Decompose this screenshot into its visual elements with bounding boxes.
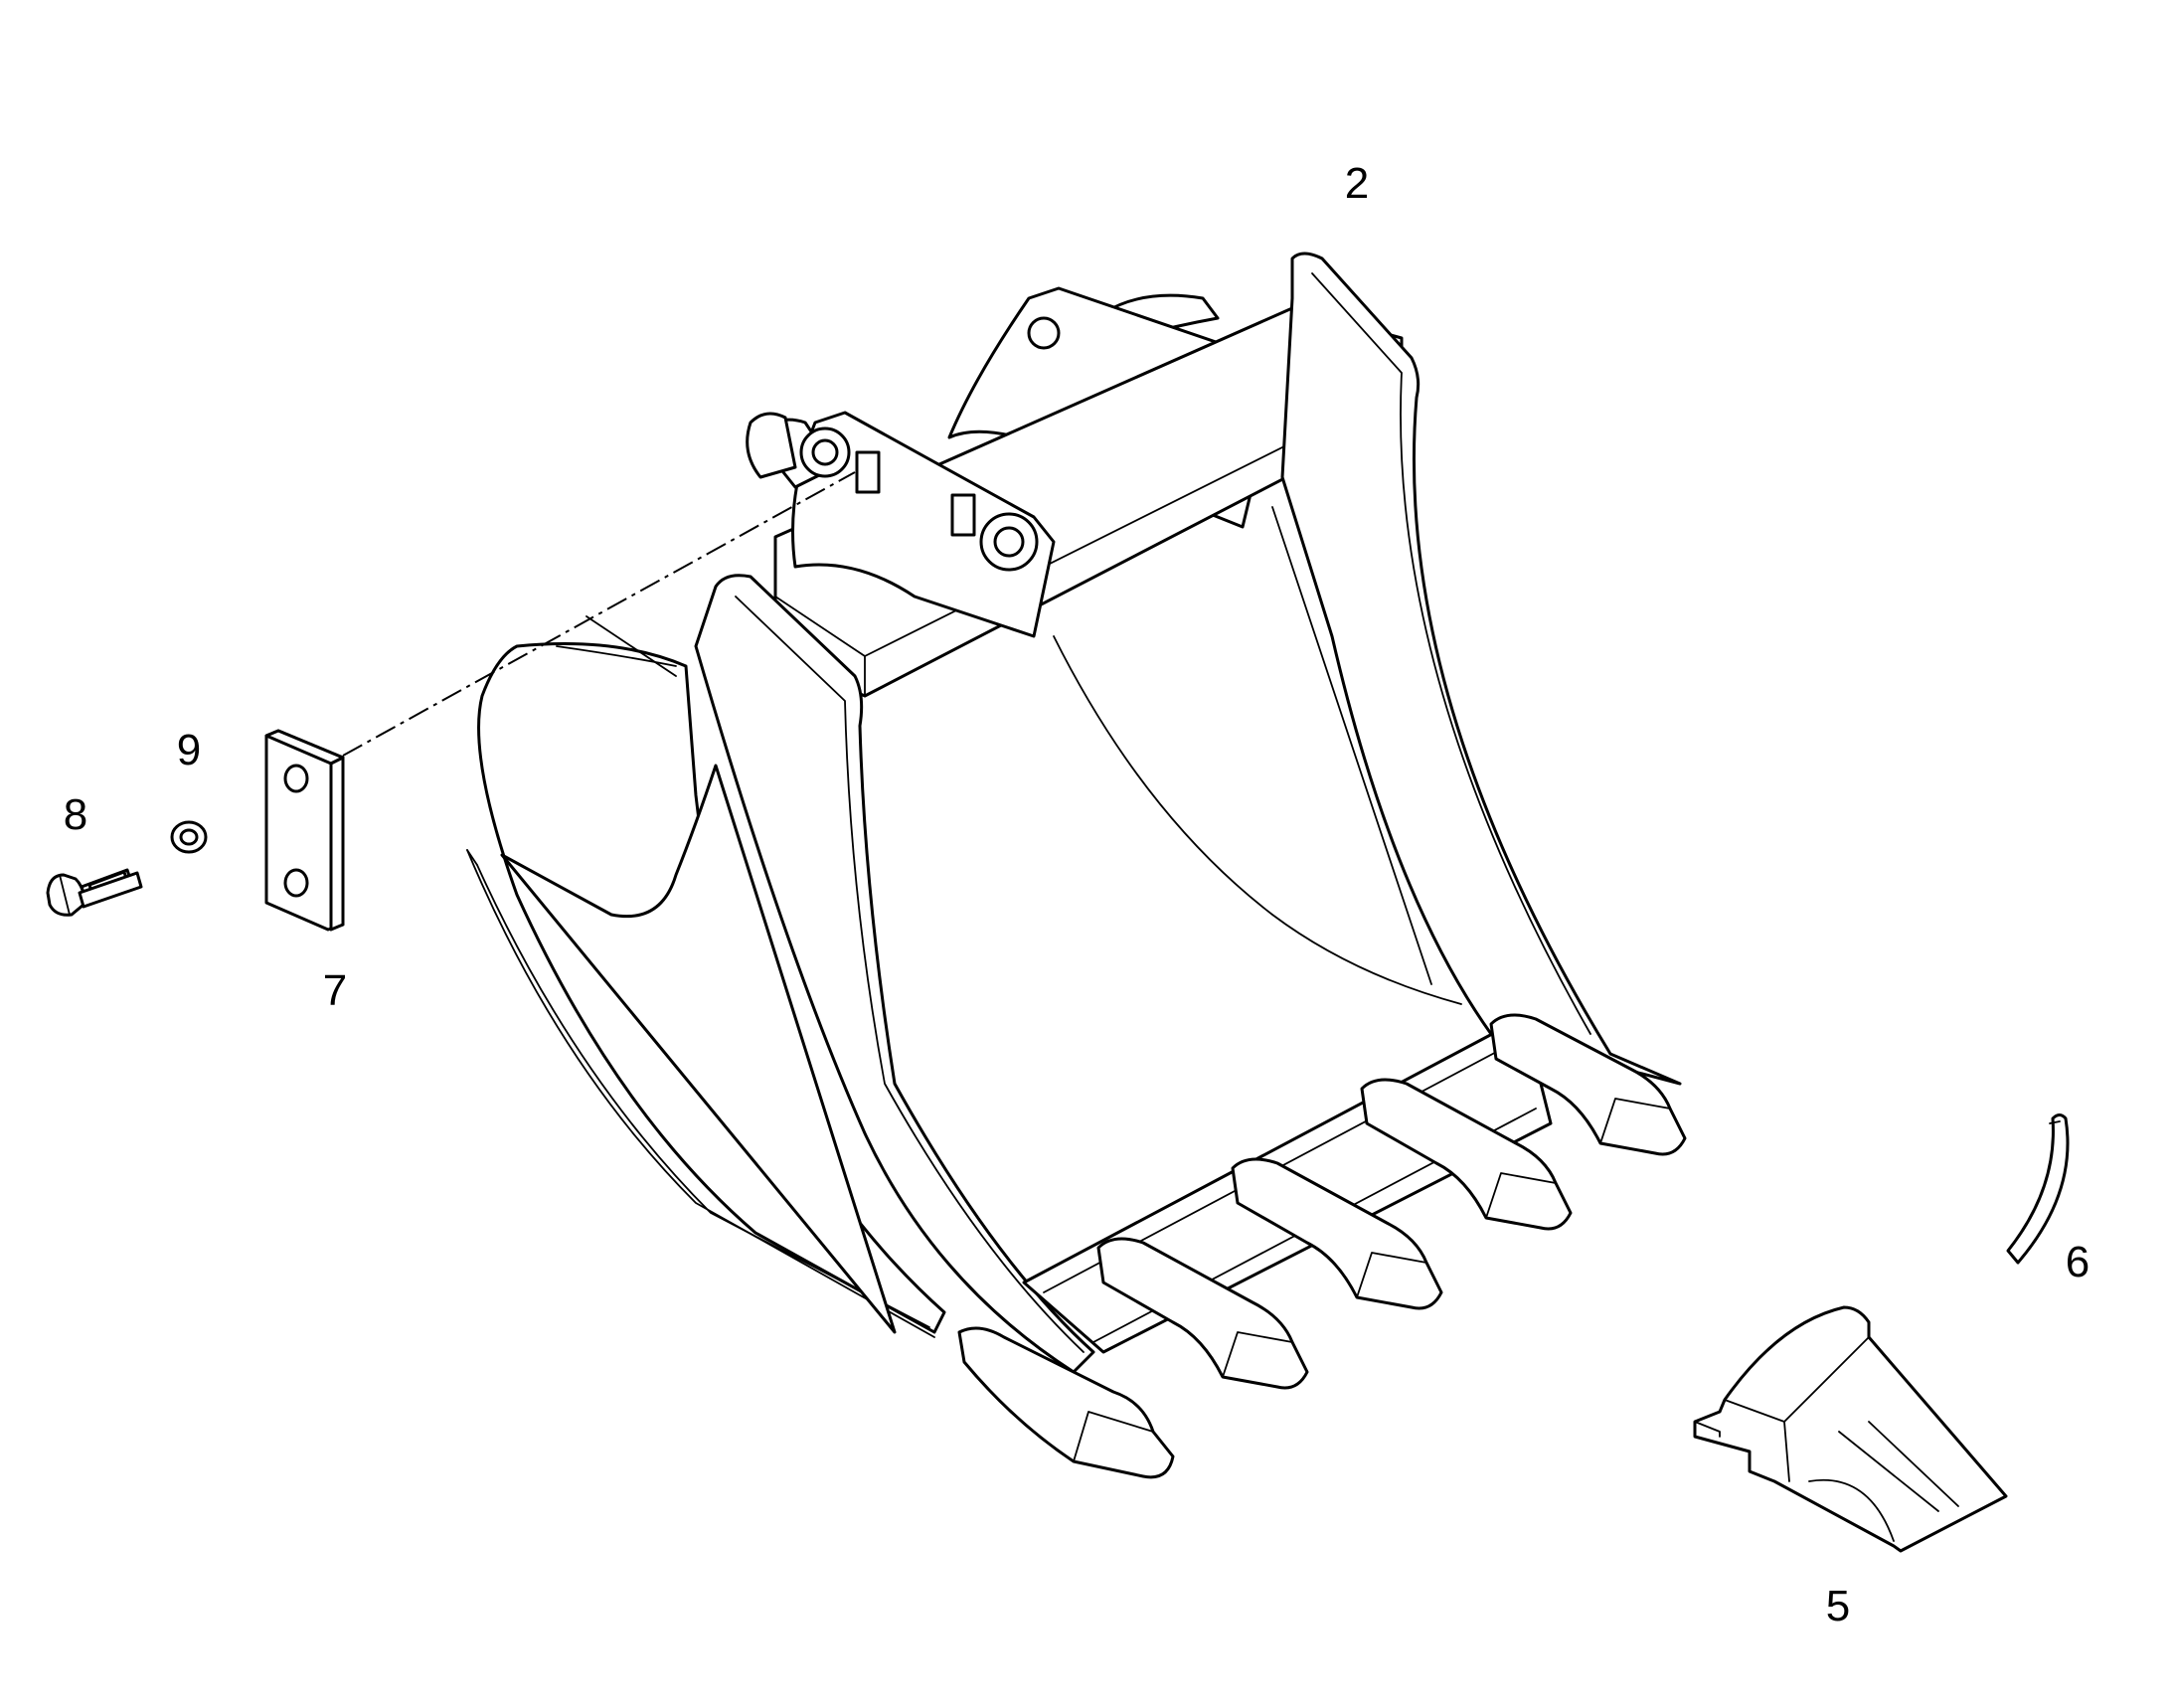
wear-plate [264,729,345,932]
callout-8: 8 [63,790,88,839]
callout-9: 9 [176,726,202,774]
tooth-tip [1693,1305,2008,1553]
bucket-teeth [957,1013,1687,1479]
bolt [46,868,143,917]
callout-7: 7 [322,966,348,1015]
bucket [466,252,1687,1479]
callout-2: 2 [1344,159,1370,208]
tooth-lock-pin [2006,1113,2070,1265]
callout-5: 5 [1825,1582,1851,1630]
washer [170,820,208,854]
callout-6: 6 [2065,1238,2090,1286]
leader-line [342,471,856,757]
